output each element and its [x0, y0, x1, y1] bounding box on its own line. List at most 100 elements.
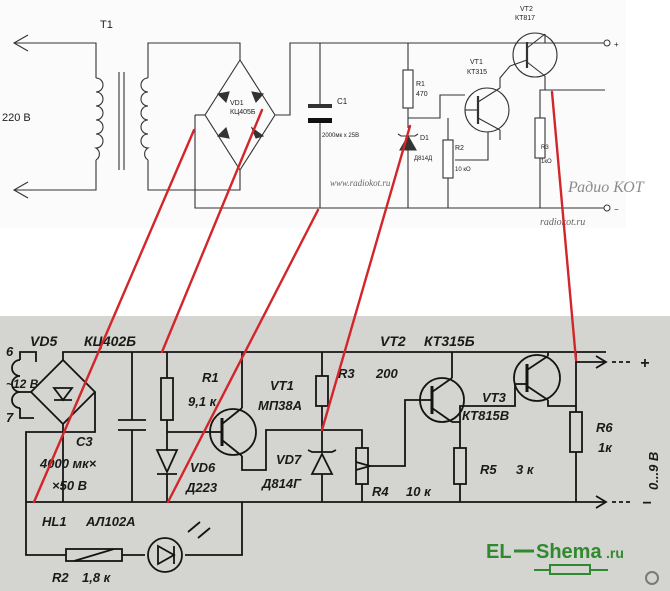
- bottom-panel-background: [0, 316, 670, 591]
- bottom-label-r5-ref: R5: [480, 462, 497, 477]
- bottom-schematic: 6 7 ~12 В VD5 КЦ402Б C3 4000 мк× ×50 В R…: [0, 316, 670, 591]
- top-transformer-primary: [94, 77, 104, 161]
- bottom-label-r6-val: 1к: [598, 440, 613, 455]
- logo-search-icon: [645, 571, 659, 585]
- bottom-transformer-winding: [11, 359, 21, 409]
- top-label-url: www.radiokot.ru: [330, 178, 391, 188]
- bottom-led-light-rays: [187, 521, 201, 533]
- top-capacitor-c1-plate-neg: [308, 118, 332, 123]
- top-schematic: T1 220 В VD1 КЦ405Б C1 2000мк x 25В R1 4…: [0, 0, 645, 228]
- top-mains-arrow-lower: [12, 181, 29, 199]
- bottom-label-vd6-ref: VD6: [190, 460, 216, 475]
- el-shema-logo: EL Shema .ru: [486, 541, 659, 585]
- link-line-zener: [320, 124, 412, 432]
- top-label-d1-ref: D1: [420, 135, 429, 142]
- top-label-vt1-ref: VT1: [470, 59, 483, 66]
- top-label-c1-val: 2000мк x 25В: [322, 133, 359, 139]
- top-label-vd1-type: КЦ405Б: [230, 109, 256, 116]
- top-label-c1-ref: C1: [337, 97, 348, 106]
- bottom-output-minus-arrow: [595, 495, 608, 509]
- top-wiring: [12, 32, 605, 209]
- bottom-transistor-vt3: [513, 354, 561, 402]
- bottom-label-c3-val2: ×50 В: [52, 478, 87, 493]
- top-resistor-r2: [442, 139, 454, 179]
- bottom-label-hl1-ref: HL1: [42, 514, 67, 529]
- bottom-transistor-vt2: [419, 377, 465, 423]
- top-label-r3-val: 1кО: [541, 159, 552, 165]
- bottom-label-minus: −: [642, 495, 651, 512]
- top-label-mains: 220 В: [2, 112, 31, 124]
- bottom-output-plus-arrow: [595, 355, 608, 369]
- bottom-label-pin6: 6: [6, 344, 14, 359]
- bottom-bridge-diode-mark: [52, 387, 74, 402]
- bottom-label-c3-ref: C3: [76, 434, 93, 449]
- top-resistor-r3: [534, 117, 546, 159]
- top-bridge-diode-3: [216, 126, 230, 139]
- top-label-r3-ref: R3: [541, 145, 549, 151]
- bottom-label-r4-val: 10 к: [406, 484, 432, 499]
- bottom-resistor-r3: [315, 375, 329, 407]
- top-label-r2-ref: R2: [455, 145, 464, 152]
- top-label-vd1-ref: VD1: [230, 100, 244, 107]
- bottom-label-r3-val: 200: [375, 366, 398, 381]
- top-transformer-secondary: [140, 77, 150, 161]
- top-label-vt2-type: КТ817: [515, 15, 535, 22]
- bottom-label-r4-ref: R4: [372, 484, 389, 499]
- top-transistor-vt2: [512, 32, 558, 78]
- top-label-r1-ref: R1: [416, 81, 425, 88]
- bottom-label-r1-ref: R1: [202, 370, 219, 385]
- logo-text-shema: Shema: [536, 541, 602, 563]
- logo-text-tld: .ru: [606, 545, 624, 561]
- link-line-bridge-left: [32, 128, 196, 504]
- bottom-zener-vd7: [310, 451, 334, 475]
- bottom-label-r3-ref: R3: [338, 366, 355, 381]
- bottom-wiring: [11, 351, 606, 556]
- bottom-label-vt1-type: МП38А: [258, 398, 302, 413]
- bottom-label-r1-val: 9,1 к: [188, 394, 218, 409]
- top-label-brand: Радио КОТ: [567, 179, 645, 196]
- top-capacitor-c1-plate: [308, 104, 332, 108]
- top-resistor-r1: [402, 69, 414, 109]
- bottom-label-vd5-type: КЦ402Б: [84, 333, 136, 349]
- top-label-t1: T1: [100, 19, 113, 31]
- bottom-label-r2-val: 1,8 к: [82, 570, 112, 585]
- bottom-label-vt3-ref: VT3: [482, 390, 507, 405]
- bottom-label-vd7-type: Д814Г: [261, 476, 302, 491]
- bottom-resistor-r6: [569, 411, 583, 453]
- top-bridge-diode-2: [251, 91, 265, 104]
- bottom-label-sec-voltage: ~12 В: [6, 377, 39, 391]
- link-line-output: [550, 90, 578, 362]
- bottom-label-vt2-ref: VT2: [380, 333, 406, 349]
- bottom-label-vd6-type: Д223: [185, 480, 218, 495]
- top-label-plus: +: [614, 40, 619, 49]
- bottom-resistor-r1: [160, 377, 174, 421]
- top-label-r2-val: 10 кО: [455, 167, 471, 173]
- top-bridge-diode-1: [216, 91, 230, 104]
- top-label-vt1-type: КТ315: [467, 69, 487, 76]
- bottom-label-vt2-type: КТ315Б: [424, 333, 475, 349]
- bottom-label-out-range: 0...9 В: [646, 452, 661, 490]
- top-mains-arrow-upper: [12, 34, 29, 52]
- top-label-r1-val: 470: [416, 91, 428, 98]
- bottom-label-vd7-ref: VD7: [276, 452, 302, 467]
- bottom-label-vd5-ref: VD5: [30, 333, 57, 349]
- link-line-bridge-right: [160, 108, 264, 354]
- bottom-resistor-r5: [453, 447, 467, 485]
- top-label-d1-type: Д814Д: [414, 156, 432, 162]
- bottom-label-plus: +: [640, 355, 649, 372]
- bottom-label-vt1-ref: VT1: [270, 378, 294, 393]
- link-line-ground: [166, 208, 320, 504]
- bottom-led-hl1: [147, 537, 183, 573]
- bottom-resistor-r4: [355, 447, 369, 485]
- correspondence-lines: [32, 90, 578, 504]
- bottom-label-r6-ref: R6: [596, 420, 613, 435]
- bottom-label-vt3-type: КТ815В: [462, 408, 509, 423]
- bottom-label-pin7: 7: [6, 410, 14, 425]
- bottom-label-hl1-type: АЛ102А: [85, 514, 136, 529]
- top-label-minus: −: [614, 205, 619, 214]
- logo-text-el: EL: [486, 541, 512, 563]
- top-output-plus-terminal: [603, 39, 611, 47]
- bottom-label-r5-val: 3 к: [516, 462, 535, 477]
- top-output-minus-terminal: [603, 204, 611, 212]
